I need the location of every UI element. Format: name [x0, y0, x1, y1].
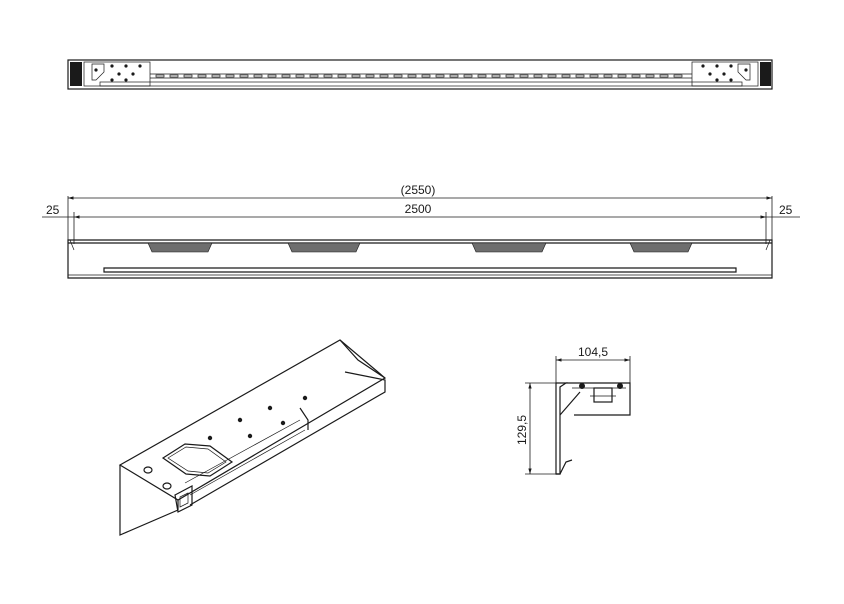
top-view-slot	[505, 74, 515, 78]
iso-clip-inner	[179, 492, 189, 508]
section-back-wall	[555, 382, 568, 475]
front-view-rail-segment	[287, 242, 361, 253]
front-view-rails	[147, 242, 693, 253]
top-view-slot	[449, 74, 459, 78]
top-view-slot	[169, 74, 179, 78]
top-view-slot	[421, 74, 431, 78]
top-view-slot	[617, 74, 627, 78]
top-view-slot	[281, 74, 291, 78]
section-bottom-hook	[556, 459, 573, 475]
dimension-height-label: 129,5	[515, 415, 529, 445]
section-diagonal-brace	[559, 391, 581, 416]
section-view: 104,5 129,5	[515, 345, 631, 475]
top-view-left-end-block	[70, 62, 82, 86]
top-view-slot	[491, 74, 501, 78]
top-view-slot	[183, 74, 193, 78]
top-view-outline	[67, 59, 773, 90]
top-view-slot	[379, 74, 389, 78]
top-view-slot	[155, 74, 165, 78]
front-view-rail-segment	[147, 242, 213, 253]
iso-rear-curl	[339, 339, 386, 379]
top-view-slot	[673, 74, 683, 78]
dimension-main-label: 2500	[405, 202, 432, 216]
top-view-slot	[197, 74, 207, 78]
front-view-end-caps	[69, 239, 771, 251]
iso-cutout-inner	[167, 446, 227, 474]
top-view-slot	[435, 74, 445, 78]
top-view-slot	[393, 74, 403, 78]
top-view-left-gusset	[91, 63, 105, 81]
top-view-slot	[309, 74, 319, 78]
top-view-slot	[267, 74, 277, 78]
top-view-slot	[547, 74, 557, 78]
front-view-outline	[67, 239, 773, 279]
top-view-slot	[659, 74, 669, 78]
top-view-slot	[603, 74, 613, 78]
dimension-right-offset-label: 25	[779, 203, 793, 217]
top-view-slot	[463, 74, 473, 78]
iso-rail-lines	[184, 419, 306, 496]
iso-holes	[143, 395, 308, 490]
top-view-left-holes	[94, 64, 142, 82]
top-view-slot	[239, 74, 249, 78]
top-view-slot	[323, 74, 333, 78]
front-view: (2550) 2500 25 25	[42, 183, 800, 279]
iso-end-wall	[119, 465, 179, 536]
top-view-slot	[225, 74, 235, 78]
top-view-slot	[295, 74, 305, 78]
front-view-rail-segment	[471, 242, 547, 253]
dimension-width-label: 104,5	[578, 345, 608, 359]
isometric-view	[118, 339, 387, 536]
top-view-slot	[337, 74, 347, 78]
top-view-slot	[407, 74, 417, 78]
top-view-slots	[155, 74, 683, 78]
section-top-profile	[566, 382, 631, 416]
front-view-rail-segment	[629, 242, 693, 253]
top-view-slot	[365, 74, 375, 78]
iso-clip	[174, 485, 193, 513]
top-view-slot	[477, 74, 487, 78]
top-view-slot	[519, 74, 529, 78]
top-view-slot	[645, 74, 655, 78]
top-view-lip	[99, 81, 743, 87]
top-view-slot	[351, 74, 361, 78]
dimension-left-offset-label: 25	[46, 203, 60, 217]
top-view-slot	[589, 74, 599, 78]
section-bolt-left	[579, 383, 585, 389]
top-view-slot	[533, 74, 543, 78]
top-view-slot	[631, 74, 641, 78]
iso-rail-step	[299, 407, 309, 430]
section-clip	[593, 387, 613, 403]
iso-cutout	[161, 443, 234, 477]
dimension-overall-label: (2550)	[401, 183, 436, 197]
top-view-slot	[211, 74, 221, 78]
iso-rear-flange	[189, 371, 386, 506]
top-view-slot	[575, 74, 585, 78]
top-view-right-gusset	[737, 63, 751, 81]
section-inner-lines	[572, 387, 626, 397]
top-view-right-end-block	[760, 62, 771, 86]
front-view-lower-lip	[103, 267, 737, 273]
top-view	[67, 59, 773, 90]
top-view-slot	[561, 74, 571, 78]
section-bolt-right	[617, 383, 623, 389]
top-view-right-holes	[701, 64, 748, 82]
iso-top-plate	[118, 339, 387, 501]
top-view-slot	[253, 74, 263, 78]
